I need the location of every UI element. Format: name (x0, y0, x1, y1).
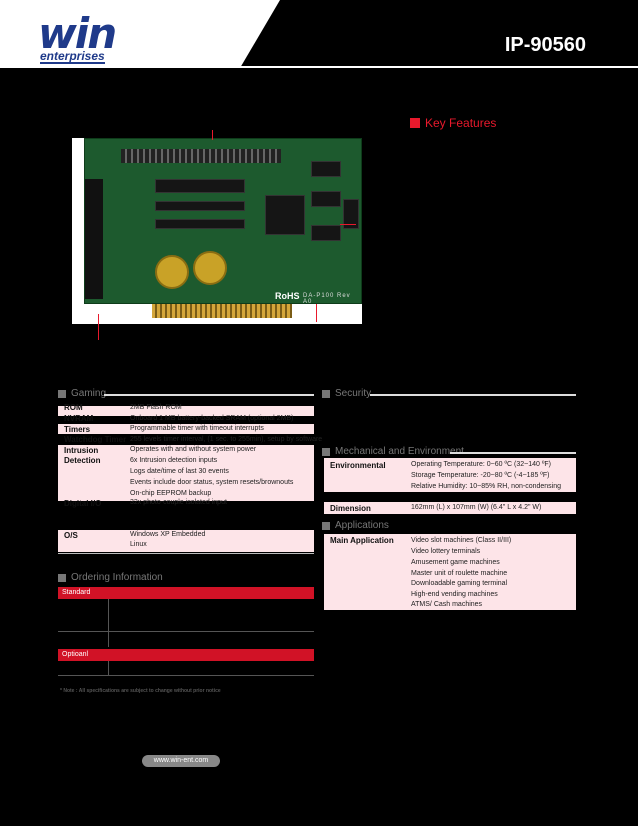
order-row-divider (58, 631, 314, 632)
key-features-heading: Key Features (410, 116, 496, 130)
memory-chip (311, 191, 341, 207)
footnote: * Note : All specifications are subject … (60, 688, 221, 694)
logo-wordmark: win (38, 9, 117, 58)
ordering-heading: Ordering Information (58, 572, 163, 583)
spec-value: Downloadable gaming terminal (411, 580, 508, 587)
mechanical-title: Mechanical and Environment (335, 446, 464, 457)
spec-value: Master unit of roulette machine (411, 570, 508, 577)
gaming-row-band (58, 530, 314, 552)
gaming-heading: Gaming (58, 388, 106, 399)
gaming-rule (104, 394, 314, 396)
callout-pointer (98, 314, 99, 340)
header-divider (0, 66, 638, 68)
spec-value: Storage Temperature: -20~80 ºC (-4~185 º… (411, 472, 550, 479)
product-board-image: RoHS DA-P100 Rev A0 (72, 138, 362, 324)
rohs-mark: RoHS (275, 291, 300, 301)
applications-title: Applications (335, 520, 389, 531)
grey-square-icon (58, 389, 66, 398)
gaming-row-band (58, 424, 314, 434)
spec-label: O/S (64, 531, 78, 540)
logo[interactable]: win enterprises (0, 0, 280, 68)
spec-value: Operating Temperature: 0~60 ºC (32~140 º… (411, 461, 552, 468)
spec-value: Amusement game machines (411, 559, 500, 566)
spec-value: Logs date/time of last 30 events (130, 468, 229, 475)
spec-value: Programmable timer with timeout interrup… (130, 425, 264, 432)
spec-value: Relative Humidity: 10~85% RH, non-conden… (411, 483, 561, 490)
row-divider (58, 553, 314, 554)
order-column-divider (108, 599, 109, 647)
spec-value: 255 levels timer interval, (1 sec. to 25… (130, 436, 323, 443)
spec-label: Watchdog Timer (64, 435, 127, 444)
spec-value: Events include door status, system reset… (130, 479, 294, 486)
spec-value: Video slot machines (Class II/III) (411, 537, 512, 544)
spec-label: NVRAM (64, 414, 94, 423)
optional-bar: Optioanl (58, 649, 314, 661)
grey-square-icon (322, 521, 330, 530)
spec-value: On-chip EEPROM backup (130, 490, 212, 497)
mechanical-heading: Mechanical and Environment (322, 446, 464, 457)
spec-value: ATMS/ Cash machines (411, 601, 483, 608)
spec-value: 2MB Flash ROM (130, 404, 182, 411)
gaming-title: Gaming (71, 388, 107, 399)
spec-label: Detection (64, 456, 101, 465)
memory-chip (311, 161, 341, 177)
security-heading: Security (322, 388, 371, 399)
pcb: RoHS DA-P100 Rev A0 (84, 138, 362, 305)
pin-header (121, 149, 281, 163)
main-application-label: Main Application (330, 536, 394, 545)
spec-value: 32x photo-couple isolated input (130, 499, 227, 506)
battery-icon (193, 251, 227, 285)
security-rule (370, 394, 576, 396)
mechanical-rule (450, 452, 576, 454)
board-revision: DA-P100 Rev A0 (303, 293, 351, 305)
key-features-title: Key Features (425, 116, 497, 130)
spec-value: Windows XP Embedded (130, 531, 206, 538)
chip-row (155, 201, 245, 211)
header: win enterprises IP-90560 (0, 0, 638, 68)
callout-pointer (340, 224, 356, 225)
spec-value: Onboard 1 MB battery-backed SRAM (option… (130, 415, 294, 422)
order-row-divider (58, 675, 314, 676)
spec-value: Linux (130, 541, 147, 548)
memory-chip (311, 225, 341, 241)
grey-square-icon (322, 447, 330, 456)
callout-pointer (316, 304, 317, 322)
grey-square-icon (322, 389, 330, 398)
spec-value: Video lottery terminals (411, 548, 481, 555)
battery-icon (155, 255, 189, 289)
red-square-icon (410, 118, 420, 128)
spec-value: Operates with and without system power (130, 446, 257, 453)
spec-label: Digital I/O (64, 499, 102, 508)
spec-label: Timers (64, 425, 91, 434)
gaming-row-band (58, 445, 314, 501)
spec-label: ROM (64, 403, 83, 412)
product-code: IP-90560 (504, 34, 586, 56)
chip-row (155, 219, 245, 229)
applications-band (324, 534, 576, 610)
db-connector (85, 179, 103, 299)
spec-value: 162mm (L) x 107mm (W) (6.4" L x 4.2" W) (411, 504, 542, 511)
spec-value: High-end vending machines (411, 591, 498, 598)
security-title: Security (335, 388, 372, 399)
dimension-label: Dimension (330, 504, 371, 513)
website-link[interactable]: www.win-ent.com (142, 755, 220, 767)
gold-fingers (152, 304, 292, 318)
order-column-divider (108, 661, 109, 675)
main-chip (265, 195, 305, 235)
logo-subtitle: enterprises (40, 49, 105, 64)
memory-chip (343, 199, 359, 229)
spec-value: 6x Intrusion detection inputs (130, 457, 218, 464)
chip-row (155, 179, 245, 193)
standard-bar: Standard (58, 587, 314, 599)
environmental-label: Environmental (330, 461, 386, 470)
grey-square-icon (58, 573, 66, 582)
applications-heading: Applications (322, 520, 389, 531)
spec-label: Intrusion (64, 446, 99, 455)
dimension-band (324, 502, 576, 514)
gaming-row-band (58, 406, 314, 416)
environment-band (324, 458, 576, 492)
ordering-title: Ordering Information (71, 572, 163, 583)
callout-pointer (212, 130, 213, 140)
